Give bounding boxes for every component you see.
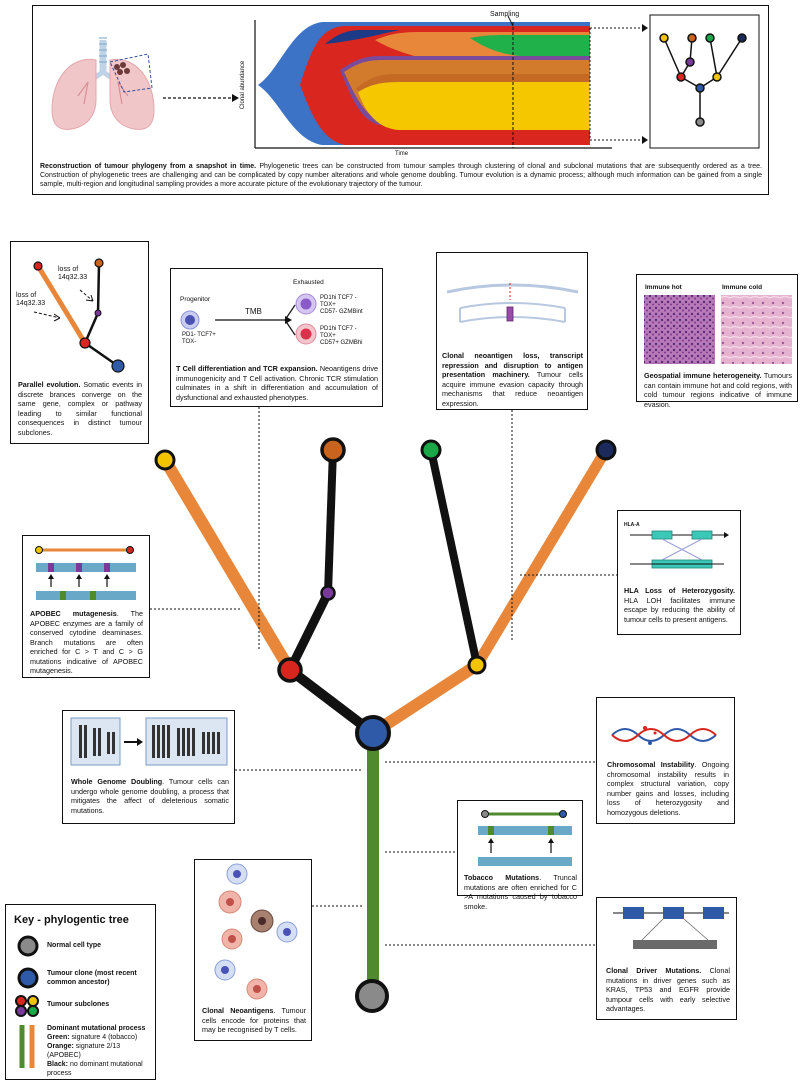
clonal-loss-box	[436, 252, 588, 410]
drivers-caption: Clonal Driver Mutations. Clonal mutation…	[606, 966, 731, 1013]
phylogenetic-tree	[154, 437, 617, 1013]
neoantigen-cells	[214, 863, 298, 1000]
y-axis-label: Clonal abundance	[240, 60, 246, 110]
exhausted-label: Exhausted	[293, 279, 324, 286]
subclone-red-node	[277, 657, 303, 683]
connector-lines	[150, 407, 617, 946]
key-symbols	[15, 935, 39, 1068]
cell-membrane-diagram	[446, 283, 579, 323]
sampling-label: Sampling	[490, 11, 520, 18]
key-subclones: Tumour subclones	[47, 1001, 110, 1008]
subclone-purple-node	[320, 585, 336, 601]
apobec-box	[22, 535, 150, 678]
parallel-evolution-tree	[33, 258, 125, 373]
drivers-box	[596, 897, 737, 1020]
hla-caption: HLA Loss of Heterozygosity. HLA LOH faci…	[624, 586, 735, 624]
cin-box	[596, 697, 735, 824]
tobacco-box	[457, 800, 583, 896]
cin-caption: Chromosomal Instability. Ongoing chromos…	[607, 760, 729, 817]
tmb-label: TMB	[245, 307, 262, 316]
lungs-illustration	[51, 37, 155, 130]
key-normal: Normal cell type	[47, 942, 102, 949]
key-title: Key - phylogentic tree	[14, 914, 129, 926]
key-clone: Tumour clone (most recent common ancesto…	[47, 970, 137, 986]
wgd-caption: Whole Genome Doubling. Tumour cells can …	[71, 777, 229, 815]
geospatial-caption: Geospatial immune heterogeneity. Tumours…	[644, 371, 792, 409]
clonal-loss-caption: Clonal neoantigen loss, transcript repre…	[442, 351, 583, 408]
wgd-box	[62, 710, 235, 824]
neoantigens-box	[194, 859, 312, 1041]
immune-hot-label: Immune hot	[645, 284, 682, 291]
immune-cold-image	[721, 295, 792, 364]
progenitor-markers: PD1- TCF7+ TOX-	[182, 332, 216, 346]
top-caption: Reconstruction of tumour phylogeny from …	[40, 163, 763, 189]
subclone-yellow-node-left	[154, 449, 176, 471]
subclone-green-node	[420, 439, 442, 461]
progenitor-label: Progenitor	[180, 296, 210, 303]
driver-genes-diagram	[613, 907, 729, 949]
immune-hot-image	[644, 295, 715, 364]
key-process-title: Dominant mutational process	[47, 1025, 146, 1032]
key-box	[5, 904, 156, 1080]
neoantigens-caption: Clonal Neoantigens. Tumour cells encode …	[202, 1006, 306, 1034]
subclone-navy-node	[595, 439, 617, 461]
mini-phylogenetic-tree	[659, 33, 747, 127]
tobacco-diagram	[478, 810, 572, 866]
loss-label-left: loss of 14q32.33	[16, 292, 46, 308]
dna-helix	[611, 726, 717, 745]
apobec-caption: APOBEC mutagenesis. The APOBEC enzymes a…	[30, 609, 143, 675]
wgd-diagram	[70, 717, 228, 766]
loss-label-right: loss of 14q32.33	[58, 266, 88, 282]
parallel-caption: Parallel evolution. Somatic events in di…	[18, 380, 142, 437]
hla-a-label: HLA-A	[624, 522, 640, 528]
exhausted-markers-2: PD1hi TCF7 - TOX+ CD57+ GZMBhi	[320, 326, 363, 347]
hla-box	[617, 510, 741, 635]
tobacco-caption: Tobacco Mutations. Truncal mutations are…	[464, 873, 577, 911]
tcell-box	[170, 268, 383, 407]
immune-cold-label: Immune cold	[722, 284, 763, 291]
normal-cell-node	[355, 979, 389, 1013]
parallel-evolution-box	[10, 241, 149, 444]
x-axis-label: Time	[395, 151, 409, 157]
clone-node	[355, 715, 391, 751]
key-process: Dominant mutational process Green: signa…	[47, 1025, 146, 1078]
clonal-abundance-chart	[254, 15, 648, 149]
hla-diagram	[630, 530, 729, 569]
tcell-caption: T Cell differentiation and TCR expansion…	[176, 364, 378, 402]
subclone-orange-node	[320, 437, 346, 463]
apobec-diagram	[35, 546, 136, 600]
subclone-yellow-node-right	[467, 655, 487, 675]
tcell-diagram	[180, 293, 317, 345]
exhausted-markers-1: PD1hi TCF7 - TOX+ CD57- GZMBint	[320, 295, 363, 316]
geospatial-box	[636, 274, 798, 402]
